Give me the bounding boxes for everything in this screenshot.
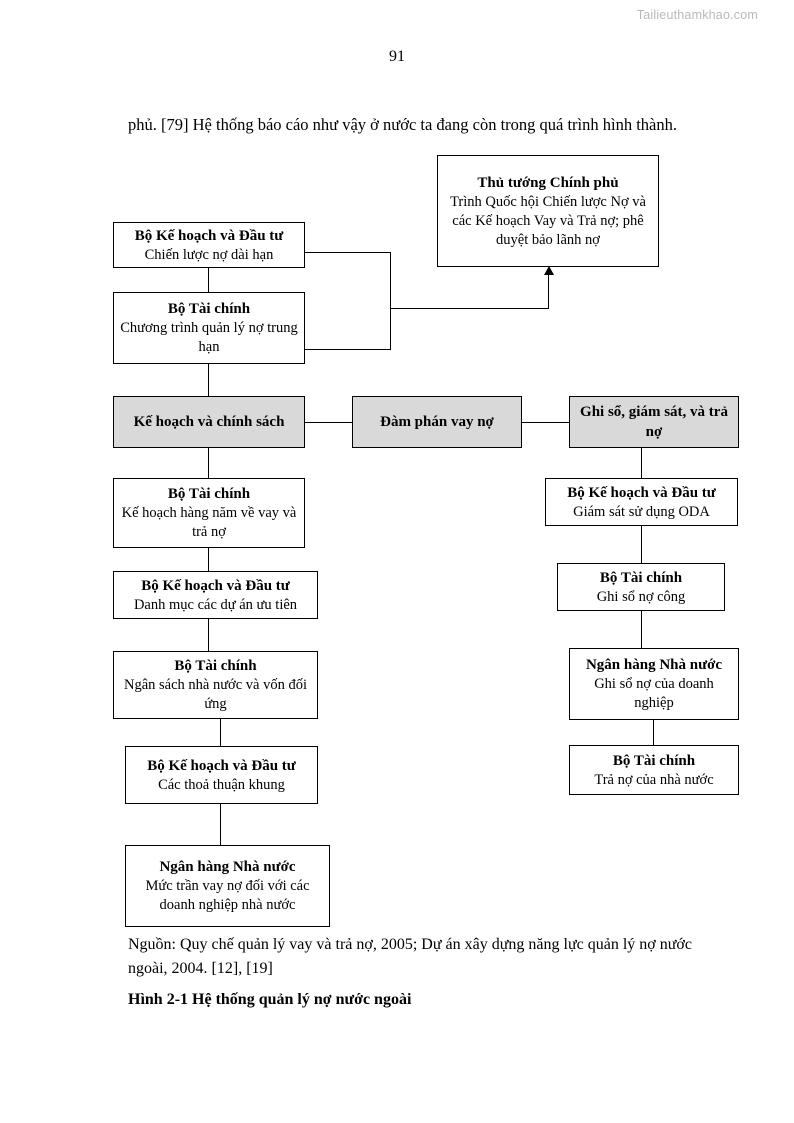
node-bo-tai-chinh-trung-han: Bộ Tài chính Chương trình quản lý nợ tru… <box>113 292 305 364</box>
node-subtitle: Ghi sổ nợ của doanh nghiệp <box>594 676 714 711</box>
connector-bracket-top <box>305 252 391 253</box>
node-bo-ke-hoach-oda: Bộ Kế hoạch và Đầu tư Giám sát sử dụng O… <box>545 478 738 526</box>
connector-vertical <box>641 611 642 648</box>
connector-vertical <box>208 268 209 292</box>
node-bo-tai-chinh-hang-nam: Bộ Tài chính Kế hoạch hàng năm về vay và… <box>113 478 305 548</box>
body-paragraph: phủ. [79] Hệ thống báo cáo như vậy ở nướ… <box>128 115 678 134</box>
page-number: 91 <box>389 48 405 65</box>
figure-caption: Hình 2-1 Hệ thống quản lý nợ nước ngoài <box>128 991 412 1008</box>
connector-to-pm-vertical <box>548 275 549 309</box>
connector-vertical <box>220 804 221 845</box>
connector-vertical <box>208 364 209 396</box>
node-bo-tai-chinh-ghi-so-no-cong: Bộ Tài chính Ghi sổ nợ công <box>557 563 725 611</box>
node-title: Bộ Tài chính <box>174 658 257 674</box>
node-subtitle: Trình Quốc hội Chiến lược Nợ và các Kế h… <box>450 193 646 248</box>
node-subtitle: Chiến lược nợ dài hạn <box>144 246 274 263</box>
node-title: Ngân hàng Nhà nước <box>159 859 296 875</box>
connector-vertical <box>208 448 209 478</box>
node-title: Bộ Kế hoạch và Đầu tư <box>141 577 290 594</box>
node-dam-phan-vay-no: Đàm phán vay nợ <box>352 396 522 448</box>
node-subtitle: Chương trình quản lý nợ trung hạn <box>120 320 298 355</box>
node-subtitle: Trả nợ của nhà nước <box>594 771 714 788</box>
node-title: Bộ Tài chính <box>167 301 251 317</box>
node-subtitle: Ngân sách nhà nước và vốn đối ứng <box>123 677 308 712</box>
node-title: Bộ Tài chính <box>612 752 696 769</box>
arrow-to-thu-tuong <box>544 266 554 275</box>
node-title: Bộ Kế hoạch và Đầu tư <box>147 757 296 774</box>
node-subtitle: Ghi sổ nợ công <box>596 588 686 605</box>
connector-vertical <box>220 719 221 746</box>
node-bo-tai-chinh-tra-no: Bộ Tài chính Trả nợ của nhà nước <box>569 745 739 795</box>
source-note: Nguồn: Quy chế quản lý vay và trả nợ, 20… <box>128 936 692 977</box>
connector-vertical <box>641 526 642 563</box>
node-subtitle: Mức trần vay nợ đối với các doanh nghiệp… <box>145 878 310 913</box>
node-title: Bộ Tài chính <box>599 569 683 586</box>
connector-horizontal <box>305 422 352 423</box>
node-bo-ke-hoach-thoa-thuan-khung: Bộ Kế hoạch và Đầu tư Các thoả thuận khu… <box>125 746 318 804</box>
node-ke-hoach-va-chinh-sach: Kế hoạch và chính sách <box>113 396 305 448</box>
connector-bracket-bottom <box>305 349 391 350</box>
node-title: Đàm phán vay nợ <box>380 414 494 430</box>
node-ngan-hang-nha-nuoc-muc-tran: Ngân hàng Nhà nước Mức trần vay nợ đối v… <box>125 845 330 927</box>
connector-vertical <box>653 720 654 745</box>
node-title: Thủ tướng Chính phủ <box>477 174 619 191</box>
connector-vertical <box>641 448 642 478</box>
watermark: Tailieuthamkhao.com <box>636 8 758 22</box>
node-bo-tai-chinh-ngan-sach: Bộ Tài chính Ngân sách nhà nước và vốn đ… <box>113 651 318 719</box>
node-title: Bộ Kế hoạch và Đầu tư <box>134 227 284 244</box>
node-bo-ke-hoach-chien-luoc: Bộ Kế hoạch và Đầu tư Chiến lược nợ dài … <box>113 222 305 268</box>
node-bo-ke-hoach-du-an-uu-tien: Bộ Kế hoạch và Đầu tư Danh mục các dự án… <box>113 571 318 619</box>
node-subtitle: Giám sát sử dụng ODA <box>573 503 710 520</box>
node-title: Ghi sổ, giám sát, và trả nợ <box>580 404 728 440</box>
connector-bracket-right <box>390 252 391 350</box>
node-subtitle: Kế hoạch hàng năm về vay và trả nợ <box>121 505 297 540</box>
connector-vertical <box>208 619 209 651</box>
connector-bracket-to-pm <box>390 308 549 309</box>
node-title: Kế hoạch và chính sách <box>133 414 285 430</box>
node-subtitle: Các thoả thuận khung <box>158 776 285 793</box>
node-title: Bộ Kế hoạch và Đầu tư <box>567 484 716 501</box>
node-subtitle: Danh mục các dự án ưu tiên <box>133 596 298 613</box>
node-ngan-hang-nha-nuoc-ghi-so: Ngân hàng Nhà nước Ghi sổ nợ của doanh n… <box>569 648 739 720</box>
node-title: Bộ Tài chính <box>167 486 251 502</box>
node-ghi-so-giam-sat-tra-no: Ghi sổ, giám sát, và trả nợ <box>569 396 739 448</box>
connector-horizontal <box>522 422 569 423</box>
node-title: Ngân hàng Nhà nước <box>585 657 723 673</box>
connector-vertical <box>208 548 209 571</box>
node-thu-tuong-chinh-phu: Thủ tướng Chính phủ Trình Quốc hội Chiến… <box>437 155 659 267</box>
